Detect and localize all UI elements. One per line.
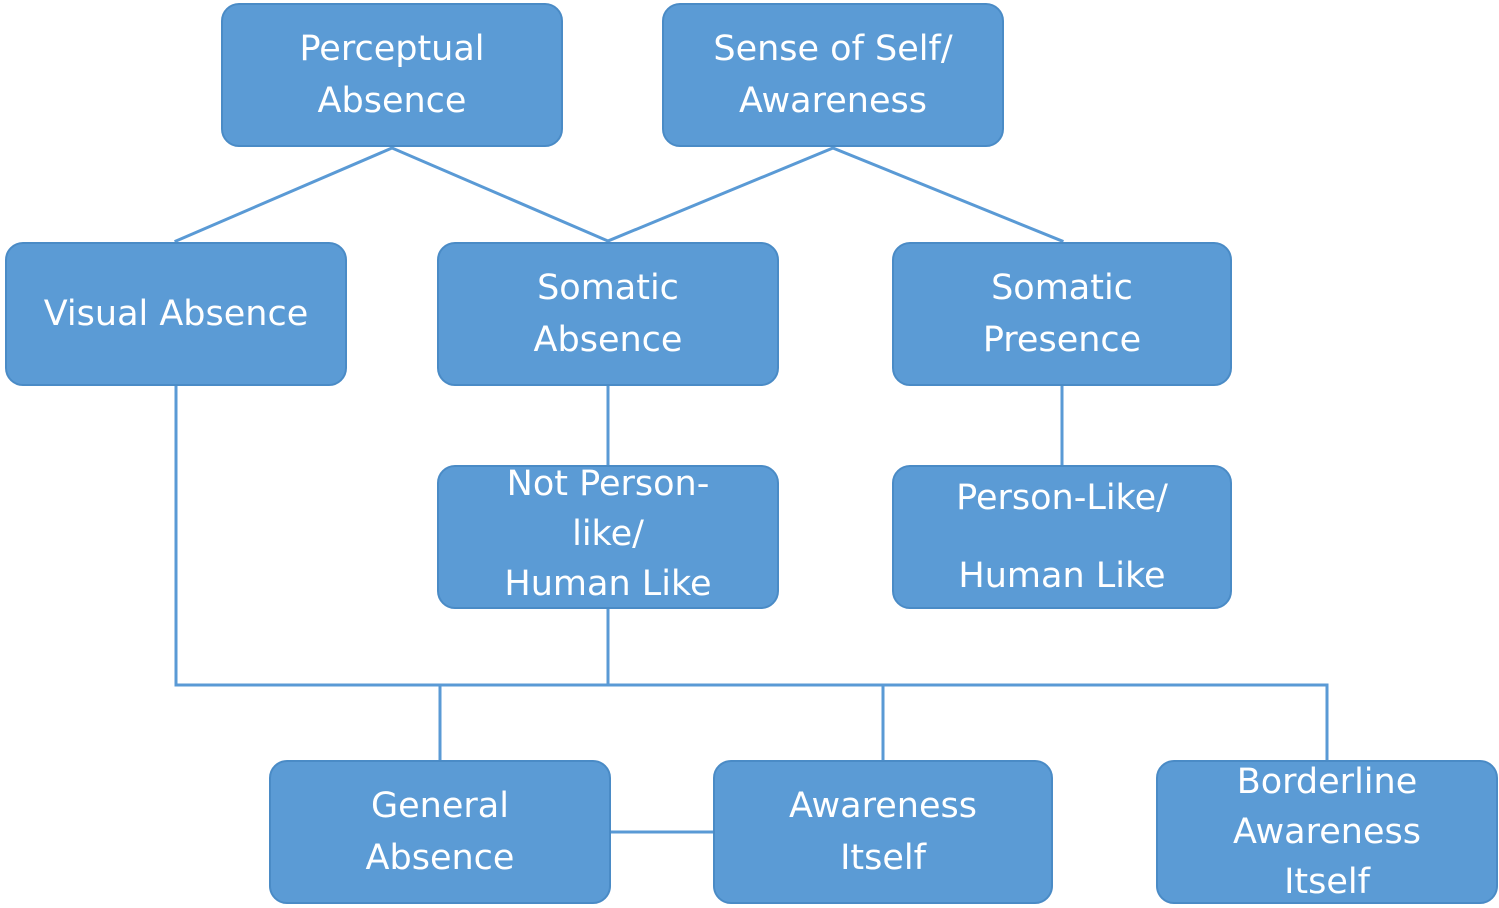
connector-perceptual-to-somatic-absence	[390, 146, 610, 243]
node-label-line: Itself	[840, 838, 926, 878]
awareness-itself-node: Awareness Itself	[713, 760, 1053, 904]
perceptual-absence-node: Perceptual Absence	[221, 3, 563, 147]
node-label-line: Not Person-	[506, 464, 710, 504]
node-label-line: Somatic	[537, 268, 679, 308]
node-label-line: like/	[572, 514, 644, 554]
sense-of-self-awareness-node: Sense of Self/ Awareness	[662, 3, 1004, 147]
borderline-awareness-itself-node: Borderline Awareness Itself	[1156, 760, 1498, 904]
general-absence-node: General Absence	[269, 760, 611, 904]
node-label-line: Awareness	[789, 786, 977, 826]
node-label-line: Absence	[365, 838, 515, 878]
somatic-absence-node: Somatic Absence	[437, 242, 779, 386]
connector-self-to-somatic-absence	[606, 146, 835, 243]
node-label-line: Person-Like/	[956, 478, 1168, 518]
node-label-line: Human Like	[958, 556, 1166, 596]
node-label-line: Awareness	[739, 81, 927, 121]
node-label-line: Somatic	[991, 268, 1133, 308]
node-label-line: Visual Absence	[43, 294, 309, 334]
visual-absence-node: Visual Absence	[5, 242, 347, 386]
node-label-line: Perceptual	[299, 29, 485, 69]
connector-perceptual-to-visual	[174, 146, 394, 243]
node-label-line: Human Like	[504, 564, 712, 604]
node-label-line: Sense of Self/	[713, 29, 953, 69]
node-label-line: General	[371, 786, 509, 826]
connector-self-to-somatic-presence	[831, 146, 1064, 243]
node-label-line: Presence	[982, 320, 1142, 360]
somatic-presence-node: Somatic Presence	[892, 242, 1232, 386]
node-label-line: Awareness	[1233, 812, 1421, 852]
node-label-line: Absence	[317, 81, 467, 121]
node-label-line: Itself	[1284, 862, 1370, 902]
not-person-like-node: Not Person- like/ Human Like	[437, 464, 779, 609]
node-label-line: Absence	[533, 320, 683, 360]
node-label-line: Borderline	[1236, 762, 1418, 802]
person-like-node: Person-Like/ Human Like	[892, 465, 1232, 609]
